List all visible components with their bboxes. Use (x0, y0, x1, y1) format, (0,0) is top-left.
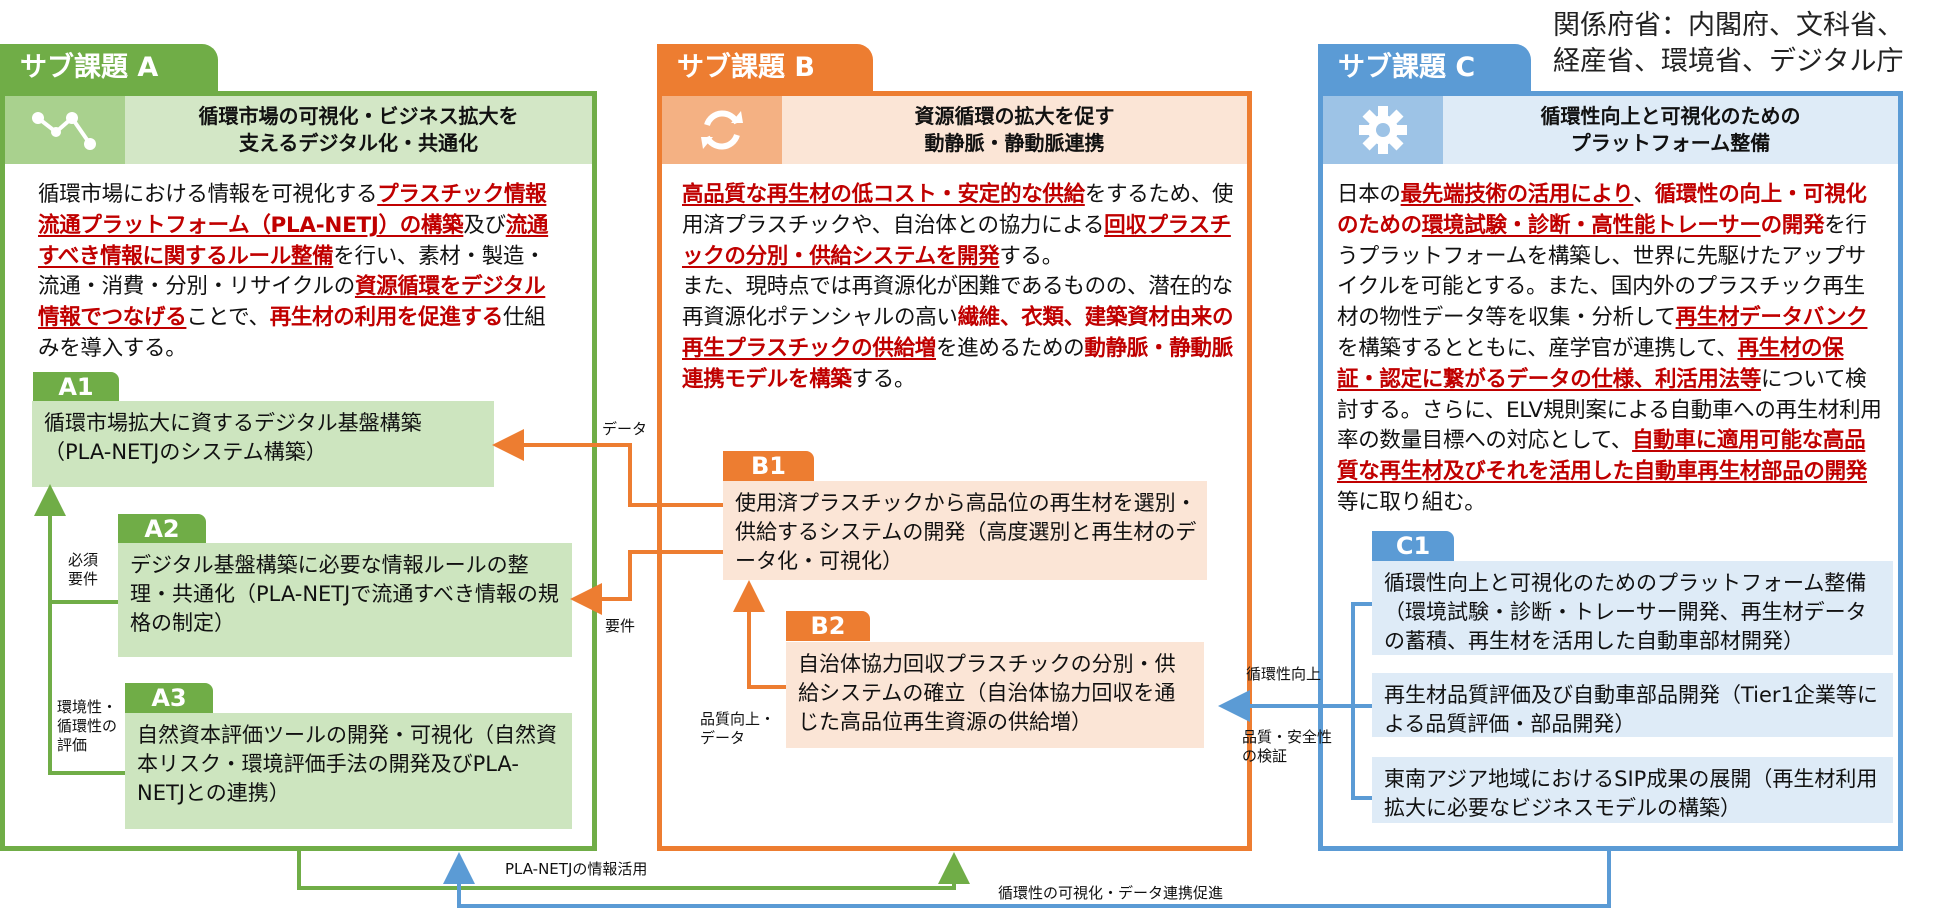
emphasis-text-run: 環境試験・診断・高性能トレーサー (1421, 212, 1761, 238)
text-run: する。 (851, 366, 916, 392)
text-run: 及び (463, 212, 506, 238)
text-run: について検討する。さらに、ELV規則案による自動車への再生材利用率の数量目標への… (1337, 366, 1882, 454)
text-run: また、現時点では再資源化が困難であるものの、潜在的な再資源化ポテンシャルの高い (682, 274, 1233, 331)
title-line-2: プラットフォーム整備 (1570, 131, 1771, 155)
a2-tab: A2 (118, 514, 206, 544)
related-ministries: 関係府省：内閣府、文科省、 経産省、環境省、デジタル庁 (1553, 8, 1943, 80)
emphasis-text-run: 循環性の向上・可視化のための (1337, 182, 1867, 238)
text-run: 日本の (1337, 182, 1401, 207)
text-run: 循環市場における情報を可視化する (38, 182, 378, 207)
subtask-c-description: 日本の最先端技術の活用により、循環性の向上・可視化のための環境試験・診断・高性能… (1337, 180, 1883, 519)
label-environmental-evaluation: 環境性・循環性の評価 (57, 698, 118, 754)
emphasis-text-run: 最先端技術の活用により (1400, 182, 1634, 207)
text-run: を進めるための (935, 335, 1085, 361)
c1-item-quality-evaluation: 再生材品質評価及び自動車部品開発（Tier1企業等による品質評価・部品開発） (1372, 673, 1893, 737)
emphasis-text-run: 資源循環をデジタル情報でつなげる (38, 274, 546, 331)
network-nodes-icon (5, 96, 125, 164)
emphasis-text-run: 動静脈・静動脈連携モデルを構築 (682, 335, 1233, 392)
subtask-b-title: 資源循環の拡大を促す 動静脈・静動脈連携 (782, 96, 1247, 164)
subtask-b-description: 高品質な再生材の低コスト・安定的な供給をするため、使用済プラスチックや、自治体と… (682, 180, 1234, 396)
label-quality-safety-verification: 品質・安全性の検証 (1242, 728, 1333, 765)
subtask-c-tab: サブ課題 C (1318, 44, 1531, 92)
ministries-line-1: 関係府省：内閣府、文科省、 (1553, 10, 1904, 41)
label-required-requirement: 必須要件 (68, 551, 99, 588)
text-run: ことで、 (186, 305, 270, 331)
text-run: をするため、使用済プラスチックや、自治体との協力による (682, 182, 1234, 238)
label-data: データ (602, 420, 648, 438)
label-plа-netj-use: PLA-NETJの情報活用 (505, 860, 648, 878)
title-line-2: 支えるデジタル化・共通化 (239, 131, 478, 155)
a1-box: 循環市場拡大に資するデジタル基盤構築（PLA-NETJのシステム構築） (32, 401, 494, 487)
subtask-b-tab: サブ課題 B (657, 44, 873, 92)
emphasis-text-run: プラスチック情報流通プラットフォーム（PLA-NETJ）の構築 (38, 182, 547, 238)
a3-tab: A3 (125, 683, 213, 713)
label-circularity-improvement: 循環性向上 (1246, 665, 1322, 683)
b2-tab: B2 (786, 611, 870, 641)
b2-box: 自治体協力回収プラスチックの分別・供給システムの確立（自治体協力回収を通じた高品… (786, 642, 1204, 748)
subtask-c-header: 循環性向上と可視化のための プラットフォーム整備 (1323, 96, 1898, 164)
title-line-1: 循環市場の可視化・ビジネス拡大を (198, 104, 519, 128)
title-line-2: 動静脈・静動脈連携 (924, 131, 1105, 155)
a3-box: 自然資本評価ツールの開発・可視化（自然資本リスク・環境評価手法の開発及びPLA-… (125, 713, 572, 829)
subtask-c-panel: 循環性向上と可視化のための プラットフォーム整備 (1318, 91, 1903, 851)
text-run: を行い、素材・製造・流通・消費・分別・リサイクルの (38, 243, 546, 300)
title-line-1: 循環性向上と可視化のための (1540, 104, 1801, 128)
subtask-b-header: 資源循環の拡大を促す 動静脈・静動脈連携 (662, 96, 1247, 164)
emphasis-text-run: 繊維、衣類、建築資材由来の (957, 305, 1234, 331)
emphasis-text-run: 回収プラスチックの分別・供給システムを開発 (682, 212, 1231, 269)
c1-item-southeast-asia: 東南アジア地域におけるSIP成果の展開（再生材利用拡大に必要なビジネスモデルの構… (1372, 757, 1893, 823)
emphasis-text-run: 再生材データバンク (1675, 305, 1868, 331)
text-run: する。 (999, 243, 1063, 269)
ministries-line-2: 経産省、環境省、デジタル庁 (1553, 46, 1904, 77)
b1-box: 使用済プラスチックから高品位の再生材を選別・供給するシステムの開発（高度選別と再… (723, 481, 1207, 580)
emphasis-text-run: 自動車に適用可能な高品質な再生材及びそれを活用した自動車再生材部品の開発 (1337, 428, 1868, 485)
emphasis-text-run: の開発 (1760, 212, 1825, 238)
text-run: を行うプラットフォームを構築し、世界に先駆けたアップサイクルを可能とする。また、… (1337, 212, 1867, 331)
label-quality-data: 品質向上・データ (700, 710, 776, 747)
subtask-a-tab: サブ課題 A (0, 44, 218, 92)
label-visualization-promotion: 循環性の可視化・データ連携促進 (998, 884, 1224, 902)
emphasis-text-run: 高品質な再生材の低コスト・安定的な供給 (682, 182, 1085, 207)
subtask-c-title: 循環性向上と可視化のための プラットフォーム整備 (1443, 96, 1898, 164)
refresh-cycle-icon (662, 96, 782, 164)
a2-box: デジタル基盤構築に必要な情報ルールの整理・共通化（PLA-NETJで流通すべき情… (118, 543, 572, 657)
c1-item-platform: 循環性向上と可視化のためのプラットフォーム整備（環境試験・診断・トレーサー開発、… (1372, 561, 1893, 655)
c1-tab: C1 (1372, 531, 1454, 561)
label-requirement: 要件 (605, 617, 636, 635)
subtask-a-header: 循環市場の可視化・ビジネス拡大を 支えるデジタル化・共通化 (5, 96, 592, 164)
emphasis-text-run: 再生材の利用を促進する (269, 305, 504, 331)
subtask-a-title: 循環市場の可視化・ビジネス拡大を 支えるデジタル化・共通化 (125, 96, 592, 164)
text-run: を構築するとともに、産学官が連携して、 (1337, 335, 1738, 361)
text-run: 等に取り組む。 (1337, 489, 1486, 515)
emphasis-text-run: 再生プラスチックの供給増 (682, 335, 936, 361)
title-line-1: 資源循環の拡大を促す (914, 104, 1115, 128)
b1-tab: B1 (723, 451, 814, 481)
a1-tab: A1 (33, 372, 119, 402)
text-run: 仕組みを導入する。 (38, 305, 546, 361)
emphasis-text-run: 流通すべき情報に関するルール整備 (38, 212, 549, 269)
subtask-a-description: 循環市場における情報を可視化するプラスチック情報流通プラットフォーム（PLA-N… (38, 180, 554, 365)
emphasis-text-run: 再生材の保証・認定に繋がるデータの仕様、利活用法等 (1337, 335, 1844, 392)
gear-icon (1323, 96, 1443, 164)
text-run: 、 (1633, 182, 1655, 207)
